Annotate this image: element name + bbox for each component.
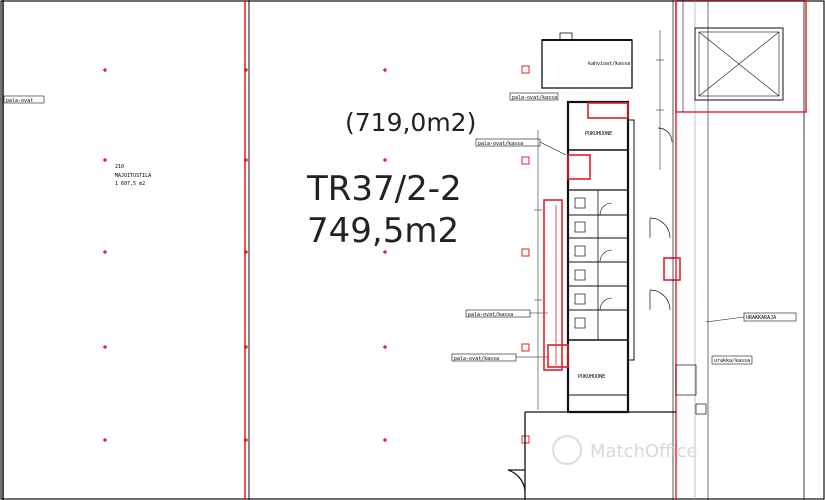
elevator-shaft [675,0,807,113]
svg-text:MatchOffice: MatchOffice [590,441,697,462]
bottom-walls [507,411,676,500]
room-code-text: 210 [115,164,124,170]
column-markers [103,68,387,442]
svg-text:pala-ovat/kassa: pala-ovat/kassa [454,356,499,362]
bottom-right-label: urakka/kassa [714,358,750,364]
room-label-2: PUKUHUONE [578,374,605,380]
svg-text:pala-ovat/kassa: pala-ovat/kassa [512,95,557,101]
room-area-text: 1 607,5 m2 [115,181,145,187]
room-label-1: PUKUHUONE [585,131,612,137]
dimension-lines [534,30,664,410]
unit-area-text: 749,5m2 [307,211,459,251]
service-core [566,100,635,414]
stair-label: URAKKARAJA [746,315,776,321]
kitchen-top-label: kahvioat/kassa [588,61,630,67]
corridor-doors [649,127,707,415]
previous-area-text: (719,0m2) [345,108,476,137]
svg-text:pala-ovat/kassa: pala-ovat/kassa [468,312,513,318]
top-block [541,32,633,89]
unit-id-text: TR37/2-2 [306,169,462,209]
room-name-text: MAJOITUSTILA [115,173,151,179]
watermark: MatchOffice [552,435,697,465]
left-edge-label: pala-ovat [6,98,33,104]
red-highlights [543,102,681,371]
svg-text:pala-ovat/kassa: pala-ovat/kassa [478,141,523,147]
tag-labels: pala-ovat/kassa pala-ovat/kassa pala-ova… [451,92,567,362]
red-markers [521,65,530,444]
